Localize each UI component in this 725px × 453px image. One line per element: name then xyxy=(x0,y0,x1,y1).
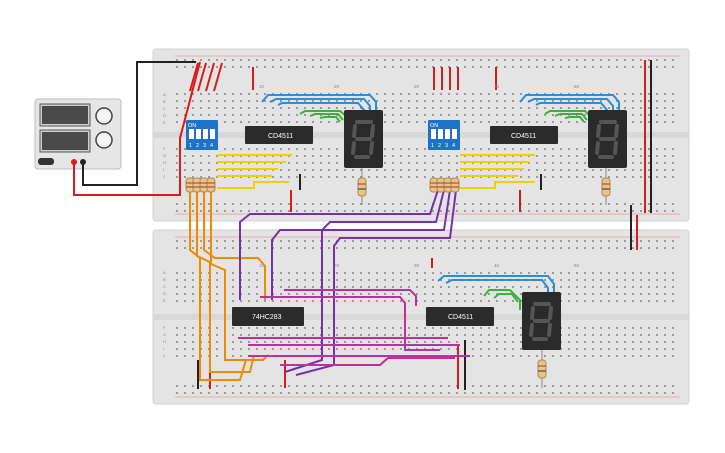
ic-cd4511-top-left[interactable]: CD4511 xyxy=(245,126,313,144)
row-letters: A B C D E F G H I J A B C D E F G H I J xyxy=(163,92,166,358)
dip-toggle-2[interactable] xyxy=(196,129,201,139)
svg-text:G: G xyxy=(163,332,166,337)
svg-text:A: A xyxy=(163,92,166,97)
magenta-wires xyxy=(238,289,470,366)
breadboard-bottom[interactable] xyxy=(152,229,690,405)
rail-jumpers xyxy=(189,60,652,390)
svg-text:I: I xyxy=(163,346,164,351)
yellow-wires xyxy=(217,154,535,189)
supply-wires xyxy=(73,61,201,196)
svg-text:E: E xyxy=(163,298,166,303)
dip-number-4: 4 xyxy=(452,143,455,149)
voltage-knob-icon[interactable] xyxy=(95,107,113,125)
svg-text:30: 30 xyxy=(414,84,420,89)
dip-number-4: 4 xyxy=(210,143,213,149)
purple-wires xyxy=(239,189,457,376)
svg-text:10: 10 xyxy=(259,84,265,89)
svg-text:I: I xyxy=(163,167,164,172)
dip-number-2: 2 xyxy=(438,143,441,149)
svg-text:20: 20 xyxy=(334,263,340,268)
resistor-display-2[interactable] xyxy=(601,168,611,205)
ic-cd4511-bottom[interactable]: CD4511 xyxy=(426,307,494,326)
dip-toggle-2[interactable] xyxy=(438,129,443,139)
dip-toggle-4[interactable] xyxy=(452,129,457,139)
dip-switch-left[interactable]: ON 1 2 3 4 xyxy=(186,120,218,150)
dip-number-3: 3 xyxy=(203,143,206,149)
svg-text:40: 40 xyxy=(494,84,500,89)
resistor-bank-top-right[interactable] xyxy=(429,177,460,193)
dip-number-2: 2 xyxy=(196,143,199,149)
svg-text:20: 20 xyxy=(334,84,340,89)
svg-text:G: G xyxy=(163,153,166,158)
dip-toggle-1[interactable] xyxy=(189,129,194,139)
seven-segment-display-3[interactable] xyxy=(522,292,561,350)
resistor-display-3[interactable] xyxy=(537,350,547,388)
current-knob-icon[interactable] xyxy=(95,131,113,149)
dip-number-1: 1 xyxy=(431,143,434,149)
svg-text:10: 10 xyxy=(259,263,265,268)
dip-toggle-4[interactable] xyxy=(210,129,215,139)
column-numbers: 10 20 30 40 50 10 20 30 40 50 xyxy=(259,84,580,268)
svg-text:H: H xyxy=(163,339,166,344)
dip-switch-on-label: ON xyxy=(188,123,196,129)
svg-text:F: F xyxy=(163,325,166,330)
svg-text:C: C xyxy=(163,106,166,111)
svg-text:E: E xyxy=(163,120,166,125)
ic-cd4511-top-right[interactable]: CD4511 xyxy=(490,126,558,144)
svg-text:H: H xyxy=(163,160,166,165)
svg-text:D: D xyxy=(163,291,166,296)
svg-text:50: 50 xyxy=(574,84,580,89)
ic-74hc283[interactable]: 74HC283 xyxy=(232,307,304,326)
ic-label: CD4511 xyxy=(511,133,536,140)
ic-label: CD4511 xyxy=(448,314,473,321)
svg-text:J: J xyxy=(163,174,165,179)
svg-text:50: 50 xyxy=(574,263,580,268)
ic-label: CD4511 xyxy=(268,133,293,140)
svg-text:40: 40 xyxy=(494,263,500,268)
dip-toggle-3[interactable] xyxy=(203,129,208,139)
dip-number-3: 3 xyxy=(445,143,448,149)
dip-toggle-1[interactable] xyxy=(431,129,436,139)
power-switch[interactable] xyxy=(38,158,54,165)
svg-text:D: D xyxy=(163,113,166,118)
svg-text:30: 30 xyxy=(414,263,420,268)
seven-segment-display-2[interactable] xyxy=(588,110,627,168)
orange-wires xyxy=(189,190,269,381)
dip-switch-on-label: ON xyxy=(430,123,438,129)
breadboard-top[interactable] xyxy=(152,48,690,222)
resistor-display-1[interactable] xyxy=(357,168,367,205)
power-supply[interactable] xyxy=(34,98,122,170)
svg-text:F: F xyxy=(163,146,166,151)
svg-text:B: B xyxy=(163,277,166,282)
svg-text:J: J xyxy=(163,353,165,358)
dip-switch-right[interactable]: ON 1 2 3 4 xyxy=(428,120,460,150)
ic-label: 74HC283 xyxy=(252,314,282,321)
dip-toggle-3[interactable] xyxy=(445,129,450,139)
seven-segment-display-1[interactable] xyxy=(344,110,383,168)
svg-text:C: C xyxy=(163,284,166,289)
svg-text:A: A xyxy=(163,270,166,275)
dip-number-1: 1 xyxy=(189,143,192,149)
svg-text:B: B xyxy=(163,99,166,104)
resistor-bank-top-left[interactable] xyxy=(185,177,216,193)
